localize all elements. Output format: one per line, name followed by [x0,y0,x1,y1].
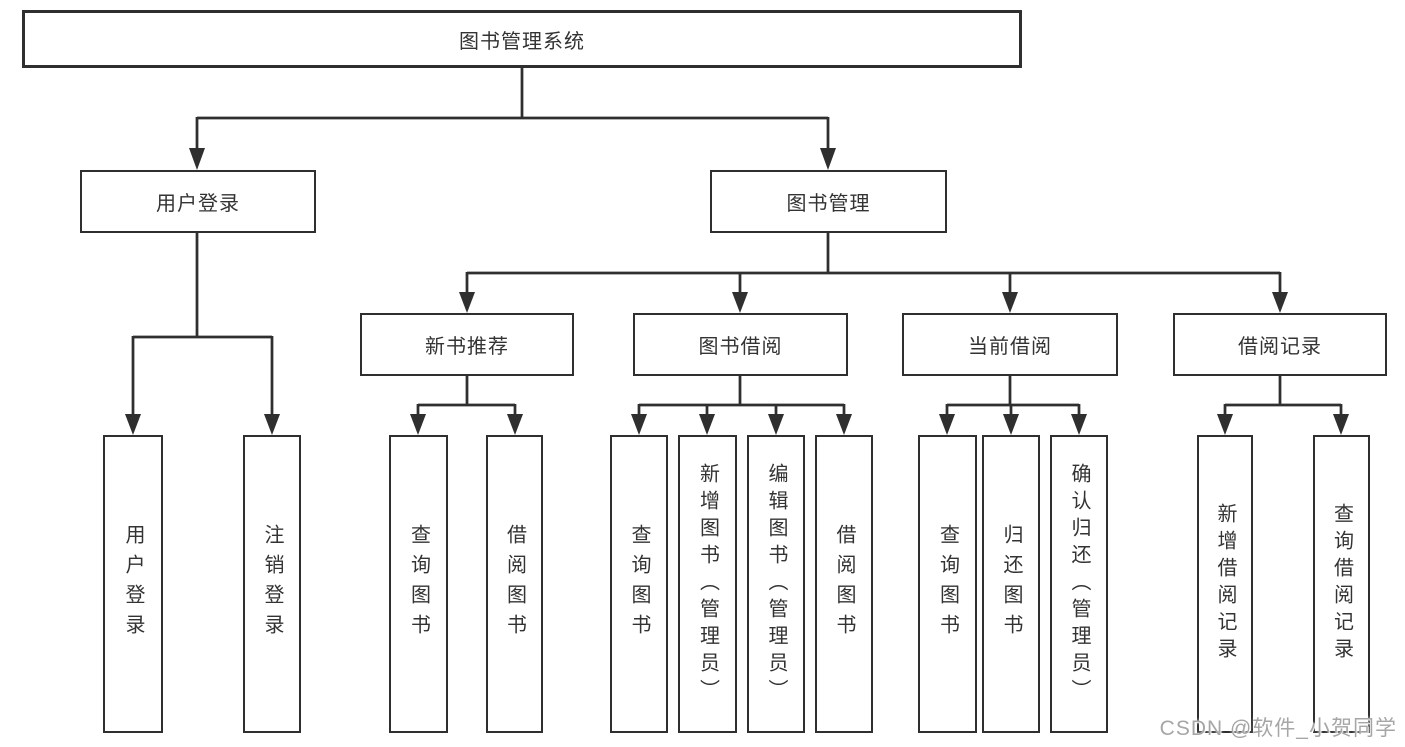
leaf-add-books-admin-label: 新增图书（管理员） [696,462,719,706]
leaf-borrow-books-recommend-label: 借阅图书 [503,524,526,644]
leaf-borrow-books-recommend: 借阅图书 [486,435,543,733]
leaf-add-borrow-record: 新增借阅记录 [1197,435,1253,733]
leaf-query-books-current-label: 查询图书 [936,524,959,644]
csdn-watermark: CSDN @软件_小贺同学 [1159,717,1397,740]
leaf-logout-label: 注销登录 [261,524,283,644]
leaf-query-books-borrow: 查询图书 [610,435,668,733]
leaf-edit-books-admin: 编辑图书（管理员） [747,435,805,733]
leaf-query-borrow-record: 查询借阅记录 [1313,435,1370,733]
leaf-borrow-books-label: 借阅图书 [833,524,855,644]
node-book-management-label: 图书管理 [786,193,871,215]
leaf-query-books-recommend: 查询图书 [389,435,448,733]
node-borrow-records: 借阅记录 [1173,313,1387,376]
leaf-edit-books-admin-label: 编辑图书（管理员） [765,462,787,706]
node-user-login: 用户登录 [80,170,316,233]
node-book-borrow-label: 图书借阅 [698,336,783,358]
node-new-book-recommend-label: 新书推荐 [425,336,509,358]
leaf-query-books-recommend-label: 查询图书 [407,524,430,644]
leaf-query-books-borrow-label: 查询图书 [628,524,650,644]
node-root-system: 图书管理系统 [22,10,1022,68]
leaf-add-books-admin: 新增图书（管理员） [678,435,737,733]
leaf-return-books: 归还图书 [982,435,1040,733]
leaf-query-borrow-record-label: 查询借阅记录 [1330,503,1353,665]
node-new-book-recommend: 新书推荐 [360,313,574,376]
node-borrow-records-label: 借阅记录 [1238,336,1322,358]
leaf-query-books-current: 查询图书 [918,435,977,733]
node-book-management: 图书管理 [710,170,947,233]
node-root-label: 图书管理系统 [459,30,585,53]
leaf-logout: 注销登录 [243,435,301,733]
node-book-borrow: 图书借阅 [633,313,848,376]
node-user-login-label: 用户登录 [156,193,240,215]
leaf-confirm-return-admin-label: 确认归还（管理员） [1068,462,1090,706]
node-current-borrow: 当前借阅 [902,313,1118,376]
leaf-user-login-label: 用户登录 [122,524,144,644]
node-current-borrow-label: 当前借阅 [968,336,1052,358]
leaf-add-borrow-record-label: 新增借阅记录 [1214,503,1236,665]
leaf-user-login: 用户登录 [103,435,163,733]
leaf-confirm-return-admin: 确认归还（管理员） [1050,435,1108,733]
leaf-return-books-label: 归还图书 [1000,524,1022,644]
leaf-borrow-books: 借阅图书 [815,435,873,733]
